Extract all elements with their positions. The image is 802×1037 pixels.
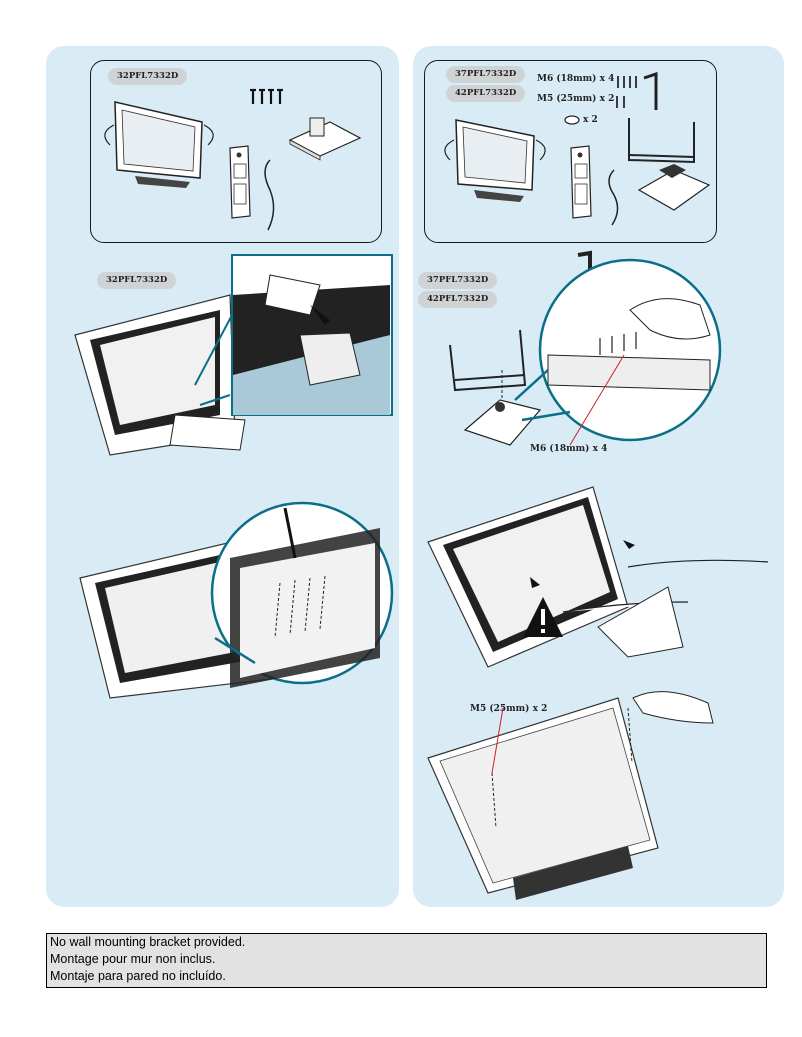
hand-icon (632, 691, 714, 724)
screw-icons-m6 (617, 76, 637, 88)
attach-frame-to-tv-illustration (427, 486, 769, 668)
screw-icons (250, 88, 283, 104)
hex-key-icon (643, 71, 658, 110)
tv-front-icon (114, 101, 203, 188)
tv-contents-illustration-37-42 (444, 71, 711, 226)
washer-label: x 2 (583, 115, 598, 125)
model-label-37: 37PFL7332D (446, 66, 526, 83)
wall-mount-note: No wall mounting bracket provided. Monta… (46, 933, 767, 988)
remote-control-icon (229, 145, 251, 219)
note-line-fr: Montage pour mur non inclus. (50, 952, 216, 966)
model-label-42-step: 42PFL7332D (418, 291, 498, 308)
remote-control-icon (570, 145, 592, 219)
washer-icon (564, 115, 580, 125)
base-icon (463, 399, 542, 446)
stand-base-icon (288, 117, 362, 161)
power-cable-icon (608, 169, 619, 226)
frame-icon (449, 329, 527, 392)
screw-icons-m5 (616, 96, 625, 108)
stand-base-icon (637, 164, 711, 211)
model-label-37-step: 37PFL7332D (418, 272, 498, 289)
stand-frame-icon (628, 118, 695, 164)
hand-icon (629, 298, 711, 340)
screwdriver-icon (283, 507, 297, 559)
warning-triangle-icon (523, 597, 563, 637)
attach-stand-illustration-32 (74, 254, 393, 456)
power-cable-icon (264, 159, 275, 231)
model-label-42: 42PFL7332D (446, 85, 526, 102)
screw-label-m6: M6 (18mm) x 4 (537, 74, 615, 84)
fasten-m5-screws-illustration (427, 691, 714, 900)
note-line-en: No wall mounting bracket provided. (50, 935, 246, 949)
assemble-frame-illustration-37-42 (449, 250, 722, 446)
model-label-32: 32PFL7332D (108, 68, 188, 85)
screw-callout-m6: M6 (18mm) x 4 (530, 444, 608, 454)
screw-label-m5: M5 (25mm) x 2 (537, 94, 615, 104)
note-line-es: Montaje para pared no incluído. (50, 969, 226, 983)
fasten-screws-illustration-32 (79, 501, 394, 699)
zoom-inset (231, 254, 393, 416)
tv-front-icon (455, 119, 535, 202)
screw-callout-m5: M5 (25mm) x 2 (470, 704, 548, 714)
model-label-32-step: 32PFL7332D (97, 272, 177, 289)
tv-contents-illustration-32 (104, 88, 362, 231)
